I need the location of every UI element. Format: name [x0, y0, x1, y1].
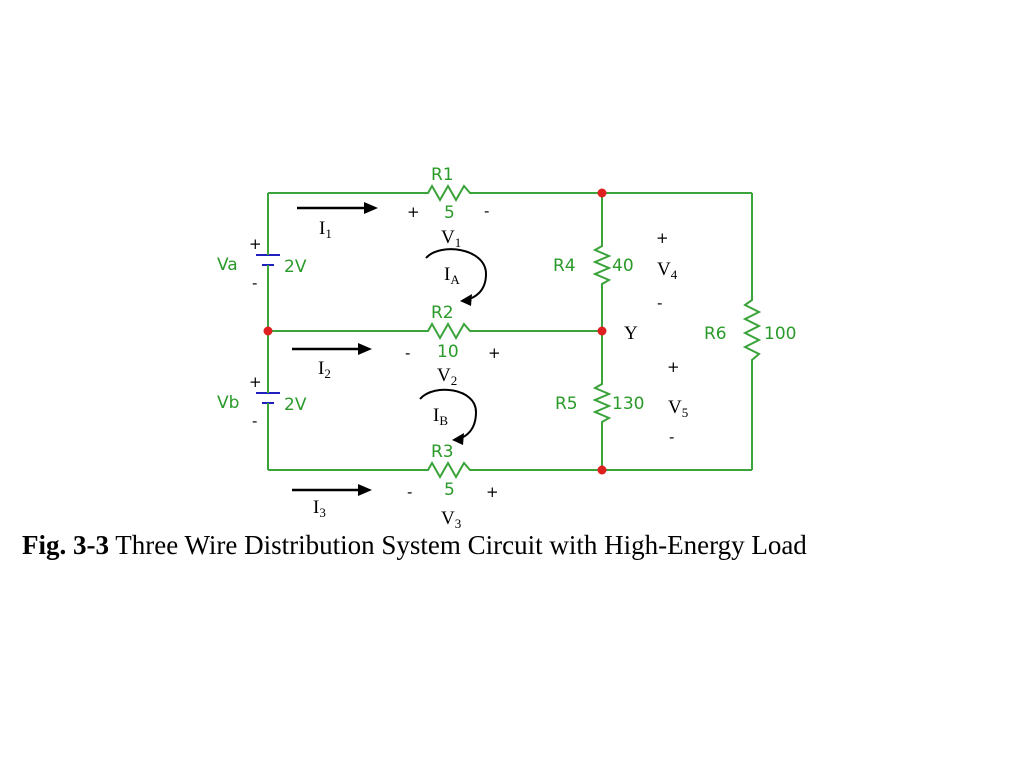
i2-arrow-icon: [292, 343, 372, 355]
i2-label: I2: [318, 358, 331, 381]
v1-label: V1: [441, 227, 461, 250]
ib-loop-arrow-icon: [419, 388, 478, 445]
vb-minus: -: [252, 412, 257, 430]
ib-label: IB: [433, 405, 448, 428]
vb-battery: [256, 388, 280, 408]
v3-left-sign: -: [407, 483, 412, 501]
v3-label: V3: [441, 508, 461, 531]
node-y: [597, 326, 607, 336]
r4-resistor: [592, 238, 612, 292]
v1-right-sign: -: [484, 202, 489, 220]
v4-bottom-sign: -: [657, 294, 662, 312]
caption-text: Three Wire Distribution System Circuit w…: [109, 530, 807, 560]
v2-label: V2: [437, 365, 457, 388]
r5-value: 130: [612, 394, 644, 414]
va-name: Va: [217, 255, 238, 275]
r2-name: R2: [431, 303, 454, 323]
r3-resistor: [400, 460, 500, 480]
node-top-right: [597, 188, 607, 198]
v2-right-sign: +: [488, 344, 501, 362]
v5-bottom-sign: -: [669, 428, 674, 446]
r6-value: 100: [764, 324, 796, 344]
vb-name: Vb: [217, 393, 239, 413]
vb-value: 2V: [284, 395, 307, 415]
v1-left-sign: +: [407, 203, 420, 221]
v5-top-sign: +: [667, 358, 680, 376]
r3-value: 5: [444, 480, 455, 500]
v4-label: V4: [657, 259, 678, 282]
v4-top-sign: +: [656, 229, 669, 247]
v2-left-sign: -: [405, 344, 410, 362]
r4-name: R4: [553, 256, 576, 276]
r1-resistor: [400, 183, 500, 203]
i3-label: I3: [313, 497, 326, 520]
figure-caption: Fig. 3-3 Three Wire Distribution System …: [22, 530, 1012, 561]
va-value: 2V: [284, 257, 307, 277]
r1-name: R1: [431, 165, 454, 185]
caption-number: Fig. 3-3: [22, 530, 109, 560]
r4-value: 40: [612, 256, 634, 276]
r6-name: R6: [704, 324, 727, 344]
vb-plus: +: [249, 373, 262, 391]
va-plus: +: [249, 235, 262, 253]
node-bottom-right: [597, 465, 607, 475]
v3-right-sign: +: [486, 483, 499, 501]
i1-arrow-icon: [297, 202, 378, 214]
v5-label: V5: [668, 397, 688, 420]
r5-name: R5: [555, 394, 578, 414]
r5-resistor: [592, 376, 612, 428]
i3-arrow-icon: [292, 484, 372, 496]
ia-label: IA: [444, 264, 460, 287]
va-battery: [256, 250, 280, 270]
node-left-middle: [263, 326, 273, 336]
ia-loop-arrow-icon: [425, 248, 488, 306]
wires: [267, 192, 753, 471]
r1-value: 5: [444, 203, 455, 223]
r2-resistor: [400, 321, 500, 341]
r2-value: 10: [437, 342, 459, 362]
i1-label: I1: [319, 218, 332, 241]
va-minus: -: [252, 274, 257, 292]
r3-name: R3: [431, 442, 454, 462]
r6-resistor: [742, 290, 762, 370]
node-y-label: Y: [624, 323, 638, 344]
